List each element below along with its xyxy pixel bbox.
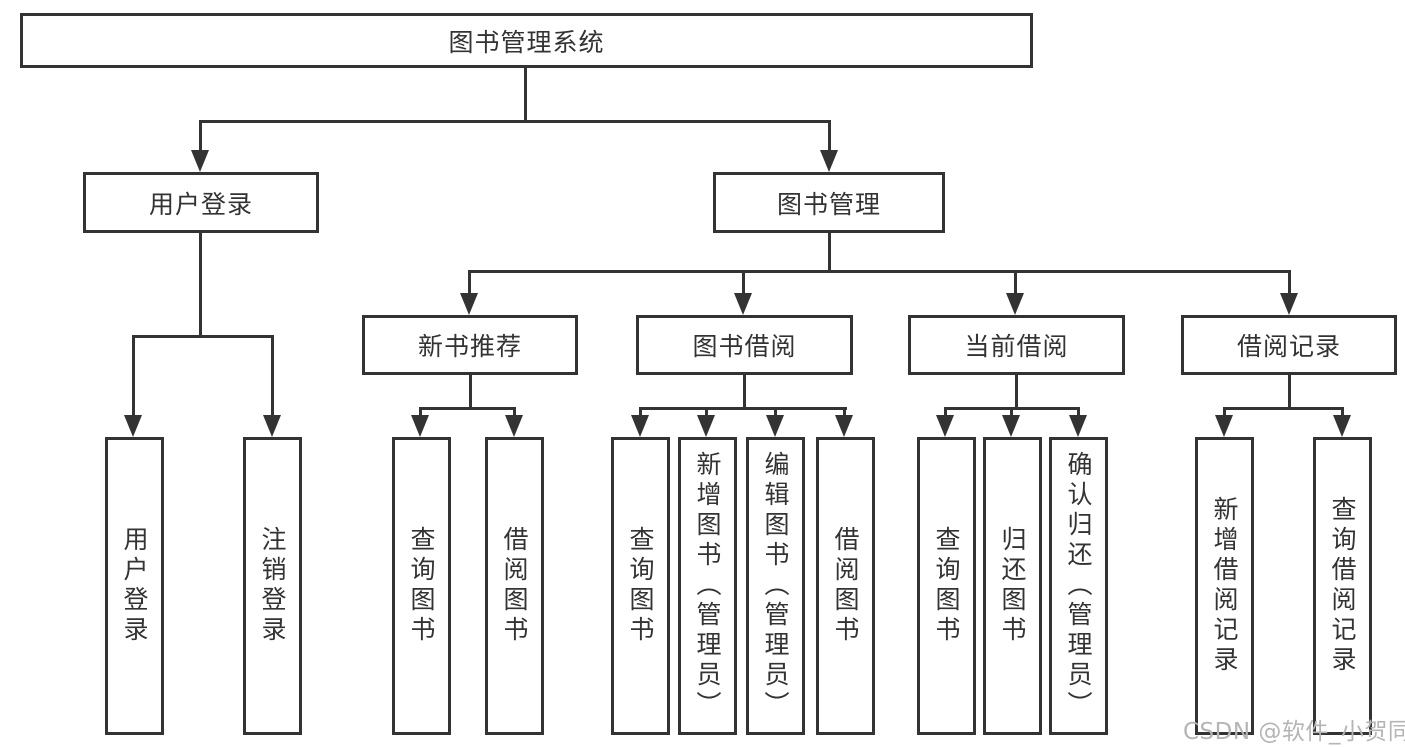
connector-arrow-down <box>734 270 753 315</box>
node-label: 新增图书（管理员） <box>693 451 722 721</box>
connector-arrow-down <box>505 407 524 437</box>
leaf-query-borrow-record: 查询借阅记录 <box>1313 437 1372 735</box>
connector-arrow-down <box>766 407 785 437</box>
csdn-watermark: CSDN @软件_小贺同学 <box>1183 719 1405 745</box>
connector-arrow-down <box>936 407 955 437</box>
connector-arrow-down <box>263 335 282 437</box>
node-label: 新增借阅记录 <box>1210 496 1239 676</box>
node-label: 图书管理 <box>776 189 881 219</box>
node-user-login: 用户登录 <box>83 172 319 233</box>
connector-line <box>420 407 516 410</box>
connector-line <box>1288 375 1291 407</box>
connector-arrow-down <box>1002 407 1021 437</box>
node-label: 编辑图书（管理员） <box>761 451 790 721</box>
node-label: 查询借阅记录 <box>1328 496 1357 676</box>
leaf-query-books-recommend: 查询图书 <box>392 437 451 735</box>
node-label: 注销登录 <box>258 526 287 646</box>
node-new-book-recommend: 新书推荐 <box>362 315 578 375</box>
leaf-return-book: 归还图书 <box>983 437 1042 735</box>
connector-arrow-down <box>191 120 210 172</box>
leaf-query-books-current: 查询图书 <box>917 437 976 735</box>
leaf-user-login: 用户登录 <box>105 437 164 735</box>
connector-line <box>469 375 472 407</box>
node-label: 归还图书 <box>998 526 1027 646</box>
connector-line <box>199 233 202 335</box>
connector-arrow-down <box>1215 407 1234 437</box>
node-label: 借阅图书 <box>831 526 860 646</box>
connector-line <box>1015 375 1018 407</box>
connector-line <box>639 407 847 410</box>
node-label: 查询图书 <box>407 526 436 646</box>
connector-line <box>828 233 831 270</box>
node-label: 图书借阅 <box>692 332 797 361</box>
connector-arrow-down <box>124 335 143 437</box>
connector-arrow-down <box>697 407 716 437</box>
connector-arrow-down <box>1333 407 1352 437</box>
connector-line <box>524 68 527 120</box>
leaf-confirm-return-admin: 确认归还（管理员） <box>1049 437 1108 735</box>
connector-arrow-down <box>1069 407 1088 437</box>
node-label: 借阅图书 <box>500 526 529 646</box>
node-label: 查询图书 <box>626 526 655 646</box>
leaf-logout: 注销登录 <box>243 437 302 735</box>
node-label: 借阅记录 <box>1236 332 1341 361</box>
node-label: 用户登录 <box>148 189 253 219</box>
connector-arrow-down <box>631 407 650 437</box>
node-borrow-records: 借阅记录 <box>1181 315 1397 375</box>
leaf-edit-book-admin: 编辑图书（管理员） <box>746 437 805 735</box>
connector-arrow-down <box>835 407 854 437</box>
node-label: 确认归还（管理员） <box>1064 451 1093 721</box>
connector-line <box>200 120 831 123</box>
connector-arrow-down <box>820 120 839 172</box>
leaf-borrow-books-recommend: 借阅图书 <box>485 437 544 735</box>
leaf-query-books-borrow: 查询图书 <box>611 437 670 735</box>
leaf-add-borrow-record: 新增借阅记录 <box>1195 437 1254 735</box>
node-book-management: 图书管理 <box>713 172 945 233</box>
node-book-borrow: 图书借阅 <box>636 315 853 375</box>
leaf-borrow-books-2: 借阅图书 <box>816 437 875 735</box>
node-current-borrow: 当前借阅 <box>908 315 1125 375</box>
node-label: 查询图书 <box>932 526 961 646</box>
connector-line <box>1223 407 1344 410</box>
node-root: 图书管理系统 <box>20 13 1033 68</box>
node-label: 新书推荐 <box>417 332 522 361</box>
connector-line <box>133 335 274 338</box>
connector-line <box>469 270 1291 273</box>
connector-arrow-down <box>1280 270 1299 315</box>
connector-arrow-down <box>1006 270 1025 315</box>
node-label: 图书管理系统 <box>448 27 605 57</box>
connector-arrow-down <box>460 270 479 315</box>
connector-line <box>743 375 746 407</box>
leaf-add-book-admin: 新增图书（管理员） <box>678 437 737 735</box>
node-label: 当前借阅 <box>964 332 1069 361</box>
node-label: 用户登录 <box>120 526 149 646</box>
connector-arrow-down <box>411 407 430 437</box>
